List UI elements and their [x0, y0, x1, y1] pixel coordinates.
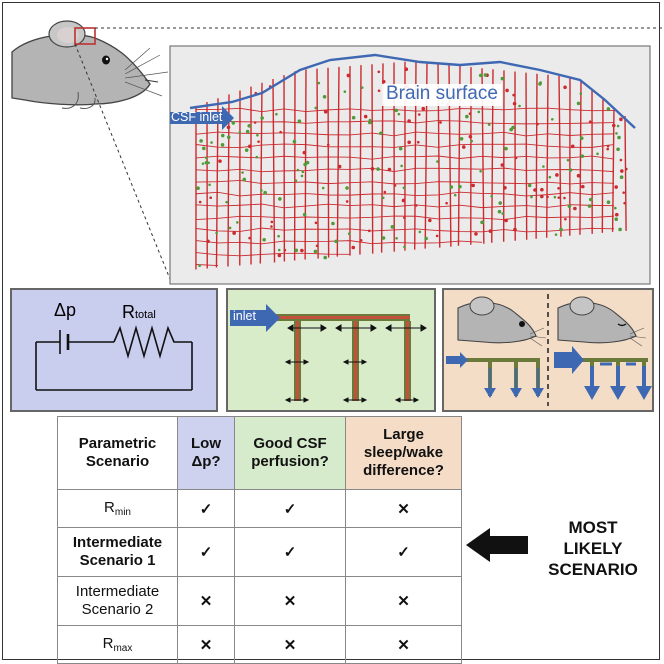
- header-large-diff: Large sleep/wake difference?: [345, 416, 462, 490]
- table-row: Rmin ✓ ✓ ✕: [57, 489, 462, 528]
- mouse-illustration: [11, 20, 169, 109]
- circuit-diagram: [35, 325, 193, 391]
- exchange-arrows: [284, 324, 427, 403]
- inlet-arrow: [230, 304, 280, 332]
- cross-icon: ✕: [177, 625, 235, 664]
- sleeping-mouse-illustration: [557, 296, 647, 347]
- cross-icon: ✕: [345, 625, 462, 664]
- cross-icon: ✕: [234, 625, 346, 664]
- header-scenario: Parametric Scenario: [57, 416, 178, 490]
- top-illustration: [11, 20, 664, 285]
- row-name: Rmax: [57, 625, 178, 664]
- check-icon: ✓: [234, 489, 346, 528]
- check-icon: ✓: [177, 527, 235, 577]
- brain-surface-line: [189, 53, 636, 129]
- cross-icon: ✕: [177, 576, 235, 626]
- zoom-line-bottom: [74, 43, 173, 285]
- brain-surface-label: Brain surface: [386, 83, 498, 104]
- csf-inlet-label: CSF inlet: [171, 110, 223, 124]
- network-panel: [169, 45, 651, 285]
- table-row: Intermediate Scenario 1 ✓ ✓ ✓: [57, 527, 462, 577]
- callout-line-3: SCENARIO: [548, 560, 638, 579]
- most-likely-callout: MOST LIKELY SCENARIO: [538, 517, 648, 580]
- check-icon: ✓: [345, 527, 462, 577]
- callout-line-1: MOST: [568, 518, 618, 537]
- inlet-label: inlet: [233, 309, 256, 323]
- awake-flow: [446, 352, 544, 398]
- table-row: Rmax ✕ ✕ ✕: [57, 625, 462, 664]
- row-name: Intermediate Scenario 2: [57, 576, 178, 626]
- row-name: Intermediate Scenario 1: [57, 527, 178, 577]
- vessel-schematic-panel: inlet: [226, 288, 436, 412]
- table-row: Intermediate Scenario 2 ✕ ✕ ✕: [57, 576, 462, 626]
- csf-inlet-arrow: [170, 106, 234, 130]
- cross-icon: ✕: [234, 576, 346, 626]
- most-likely-arrow-icon: [466, 528, 528, 562]
- check-icon: ✓: [177, 489, 235, 528]
- awake-mouse-illustration: [457, 296, 547, 347]
- circuit-panel: Δp Rtotal: [10, 288, 218, 412]
- row-name: Rmin: [57, 489, 178, 528]
- vessel-network: [195, 60, 628, 270]
- pressure-label: Δp: [54, 300, 77, 320]
- check-icon: ✓: [234, 527, 346, 577]
- callout-line-2: LIKELY: [563, 539, 623, 558]
- sleep-wake-panel: [442, 288, 654, 412]
- cross-icon: ✕: [345, 576, 462, 626]
- vessel-schematic: [230, 304, 427, 403]
- sleep-wake-diagram: [446, 294, 652, 406]
- resistance-label: Rtotal: [122, 302, 156, 322]
- sleep-flow: [554, 346, 652, 400]
- cross-icon: ✕: [345, 489, 462, 528]
- header-good-csf: Good CSF perfusion?: [234, 416, 346, 490]
- header-low-dp: Low Δp?: [177, 416, 235, 490]
- scenario-table: Parametric Scenario Low Δp? Good CSF per…: [57, 416, 462, 664]
